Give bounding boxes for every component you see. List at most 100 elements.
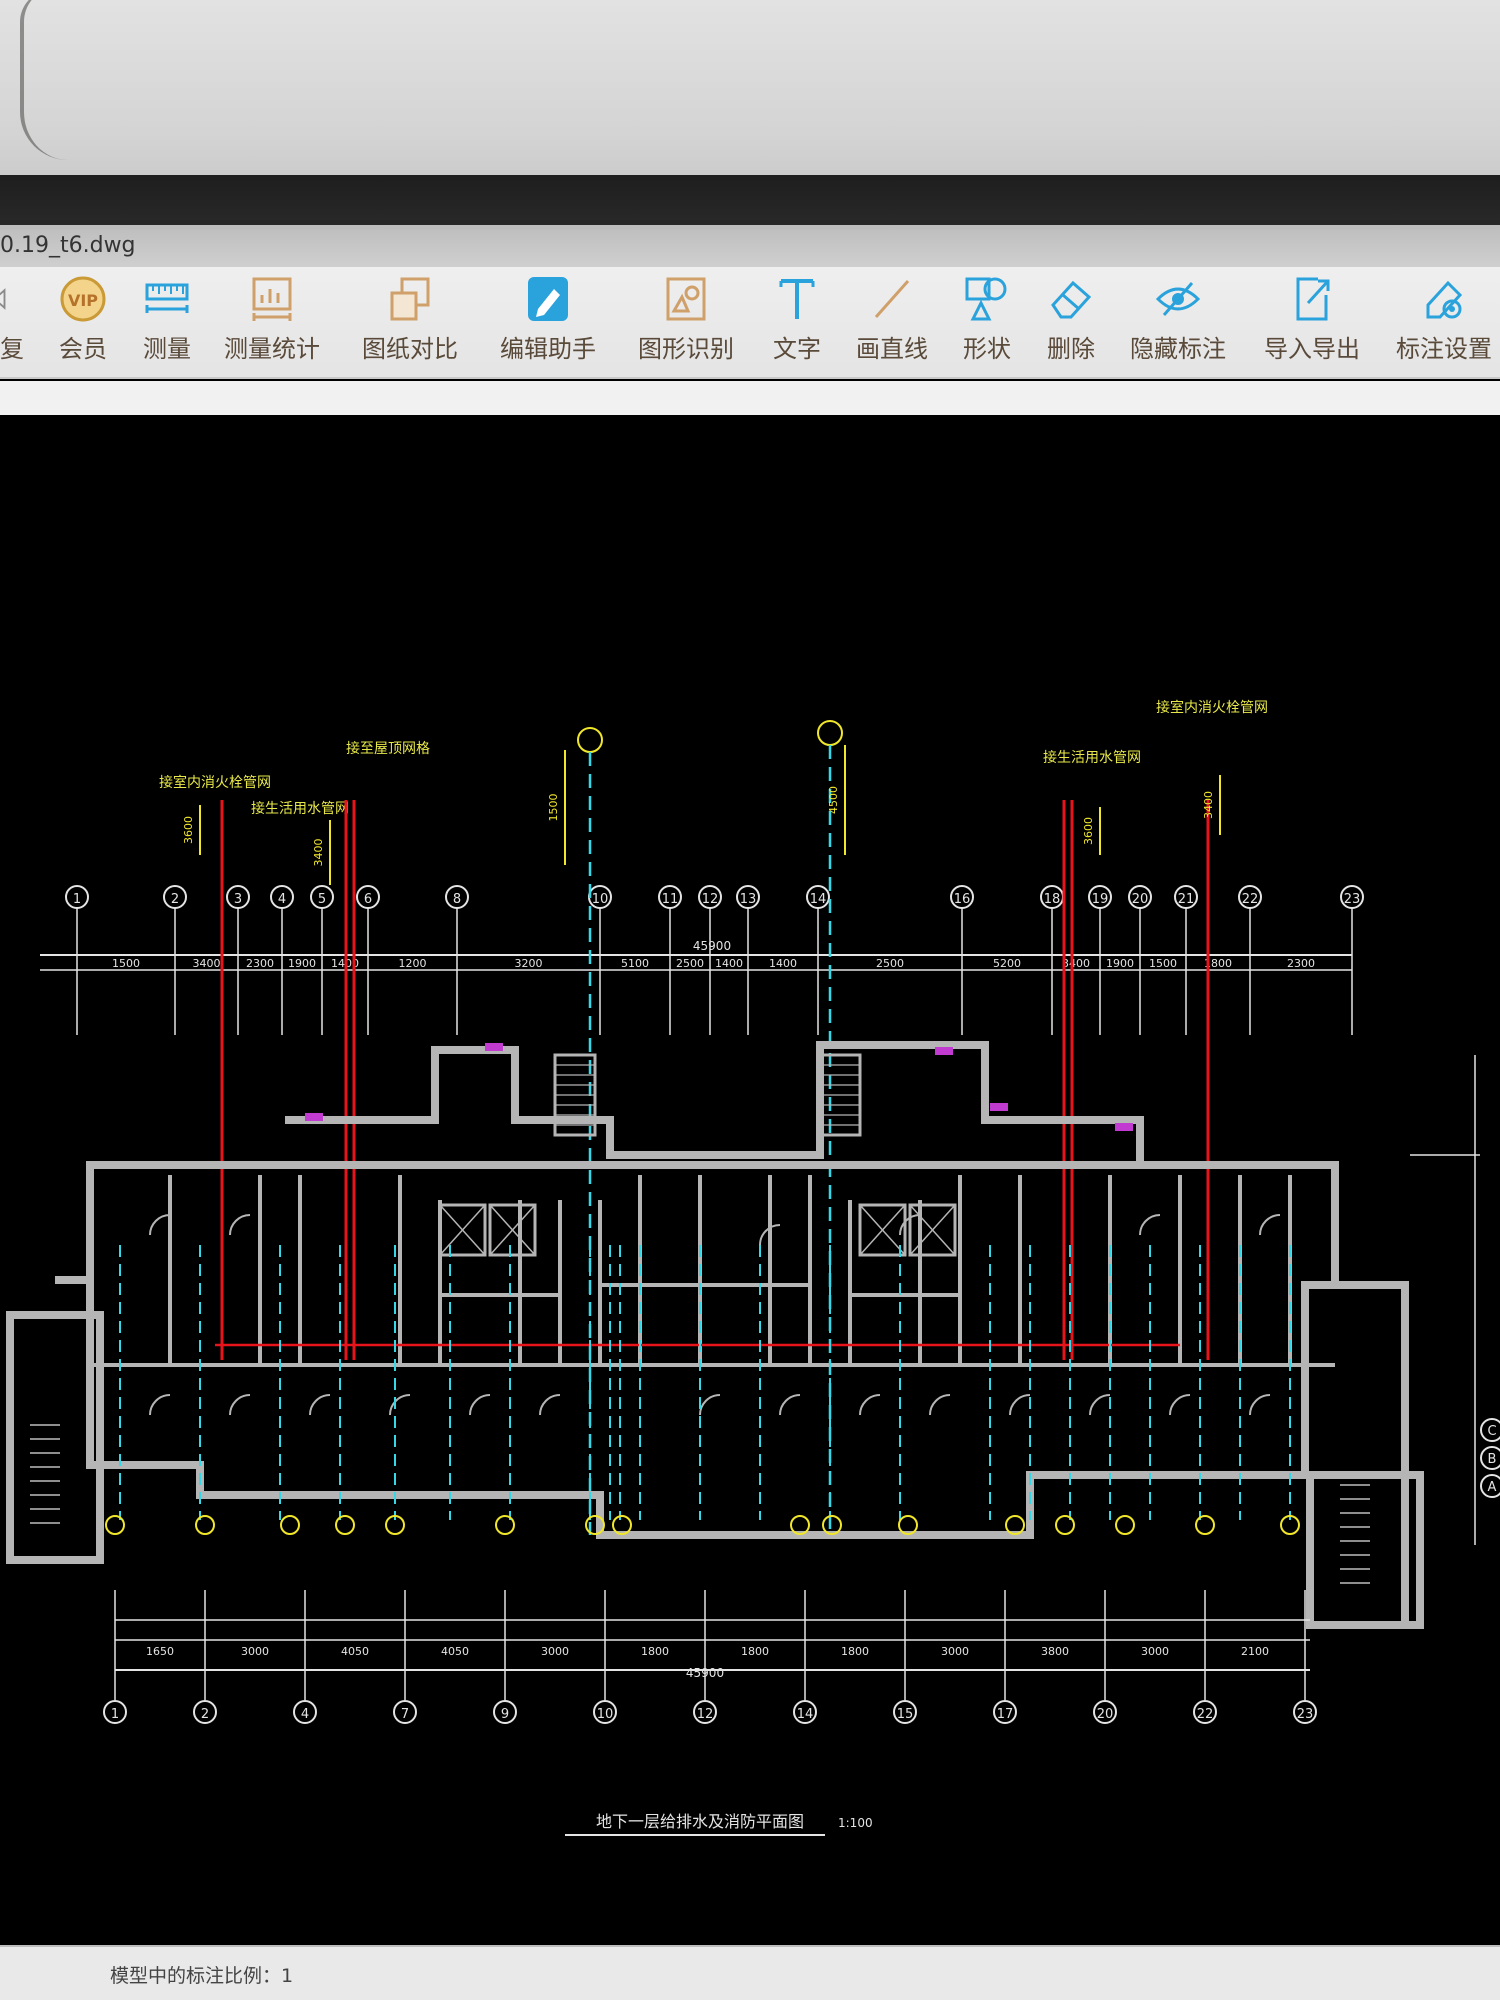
axis-label: 12 xyxy=(702,892,719,907)
background-wall xyxy=(0,0,1500,190)
axis-label: 7 xyxy=(401,1707,409,1722)
left-stair-wall xyxy=(6,1311,104,1564)
edit-icon xyxy=(528,277,568,321)
file-title: 0.19_t6.dwg xyxy=(0,233,136,258)
drain-fitting xyxy=(495,1515,515,1535)
door-swing xyxy=(149,1394,171,1416)
drain-fitting xyxy=(1005,1515,1025,1535)
dimension-value: 1900 xyxy=(1106,957,1134,970)
toolbar-label: 画直线 xyxy=(856,335,928,363)
door-swing xyxy=(1169,1394,1191,1416)
door-swing xyxy=(1249,1394,1271,1416)
axis-bubble xyxy=(1193,1700,1217,1724)
axis-bubble xyxy=(793,1700,817,1724)
toolbar-label: 文字 xyxy=(773,335,821,363)
axis-bubble xyxy=(1293,1700,1317,1724)
door-swing xyxy=(229,1394,251,1416)
toolbar-item-hide-annotations[interactable]: 隐藏标注 xyxy=(1128,275,1228,375)
vertical-dim-label: 3600 xyxy=(182,816,195,844)
elevator-shaft xyxy=(908,1203,957,1257)
toolbar-item-draw-line[interactable]: 画直线 xyxy=(852,275,932,375)
axis-label: 5 xyxy=(318,892,326,907)
vip-badge-text: VIP xyxy=(68,291,98,310)
toolbar-label: 测量 xyxy=(143,335,191,363)
door-swing xyxy=(859,1394,881,1416)
axis-bubble xyxy=(393,1700,417,1724)
axis-label: C xyxy=(1487,1424,1496,1439)
pipe-label: 接生活用水管网 xyxy=(251,800,349,817)
axis-label: 19 xyxy=(1092,892,1109,907)
vertical-dim-label: 3600 xyxy=(1082,817,1095,845)
dimension-value: 1800 xyxy=(641,1645,669,1658)
door-swing xyxy=(759,1224,781,1246)
dimension-value: 1500 xyxy=(1149,957,1177,970)
toolbar-item-shape[interactable]: 形状 xyxy=(952,275,1022,375)
toolbar-item-import-export[interactable]: 导入导出 xyxy=(1262,275,1362,375)
toolbar-item-vip[interactable]: VIP 会员 xyxy=(48,275,118,375)
drain-fitting xyxy=(280,1515,300,1535)
toolbar-label: 形状 xyxy=(963,335,1011,363)
vertical-dim-label: 4500 xyxy=(827,786,840,814)
axis-label: 4 xyxy=(278,892,286,907)
axis-bubble xyxy=(893,1700,917,1724)
axis-label: 21 xyxy=(1178,892,1195,907)
drain-fitting xyxy=(790,1515,810,1535)
axis-bubble xyxy=(193,1700,217,1724)
drain-fitting xyxy=(1055,1515,1075,1535)
dimension-value: 5100 xyxy=(621,957,649,970)
door-swing xyxy=(539,1394,561,1416)
dimension-value: 2300 xyxy=(1287,957,1315,970)
axis-label: 15 xyxy=(897,1707,914,1722)
axis-bubble xyxy=(493,1700,517,1724)
export-icon xyxy=(1296,277,1330,321)
dimension-value: 3000 xyxy=(941,1645,969,1658)
drain-fitting xyxy=(898,1515,918,1535)
axis-label: 11 xyxy=(662,892,679,907)
plan-scale: 1:100 xyxy=(838,1816,873,1830)
toolbar-label: 图形识别 xyxy=(638,335,734,363)
toolbar-item-delete[interactable]: 删除 xyxy=(1036,275,1106,375)
toolbar-item-shape-recognition[interactable]: 图形识别 xyxy=(636,275,736,375)
valve-marker xyxy=(935,1047,953,1055)
door-swing xyxy=(469,1394,491,1416)
toolbar-item-text[interactable]: 文字 xyxy=(762,275,832,375)
drain-fitting xyxy=(385,1515,405,1535)
axis-label: 13 xyxy=(740,892,757,907)
toolbar-item-home[interactable]: 复 xyxy=(0,275,32,375)
axis-bubble xyxy=(993,1700,1017,1724)
elevator-cross xyxy=(439,1204,486,1256)
dimension-value: 1500 xyxy=(112,957,140,970)
elevator-shaft xyxy=(858,1203,907,1257)
axis-label: 23 xyxy=(1344,892,1361,907)
screen: 0.19_t6.dwg 复 VIP 会员 测量 xyxy=(0,225,1500,2000)
pipe-label: 接至屋顶网格 xyxy=(346,740,430,757)
door-swing xyxy=(149,1214,171,1236)
axis-label: 1 xyxy=(73,892,81,907)
dimension-value: 1800 xyxy=(841,1645,869,1658)
dimension-value: 2100 xyxy=(1241,1645,1269,1658)
axis-bubble xyxy=(1480,1446,1500,1470)
plan-title: 地下一层给排水及消防平面图 xyxy=(596,1812,804,1831)
dimension-value: 3400 xyxy=(1062,957,1090,970)
toolbar-label: 隐藏标注 xyxy=(1130,335,1226,363)
axis-label: 14 xyxy=(797,1707,814,1722)
eye-hide-icon xyxy=(1155,282,1201,316)
door-swing xyxy=(229,1214,251,1236)
dimension-value: 3000 xyxy=(1141,1645,1169,1658)
axis-label: 8 xyxy=(453,892,461,907)
valve-marker xyxy=(1115,1123,1133,1131)
right-stair-wall xyxy=(1306,1471,1424,1629)
axis-label: 1 xyxy=(111,1707,119,1722)
elevator-cross xyxy=(859,1204,906,1256)
toolbar-item-measure-stats[interactable]: 测量统计 xyxy=(222,275,322,375)
toolbar-item-annotation-settings[interactable]: 标注设置 xyxy=(1394,275,1494,375)
axis-label: 10 xyxy=(592,892,609,907)
toolbar-item-compare[interactable]: 图纸对比 xyxy=(360,275,460,375)
toolbar-item-edit-helper[interactable]: 编辑助手 xyxy=(498,275,598,375)
axis-bubble xyxy=(103,1700,127,1724)
valve-marker xyxy=(305,1113,323,1121)
axis-label: 3 xyxy=(234,892,242,907)
dimension-value: 4050 xyxy=(341,1645,369,1658)
toolbar-item-measure[interactable]: 测量 xyxy=(132,275,202,375)
